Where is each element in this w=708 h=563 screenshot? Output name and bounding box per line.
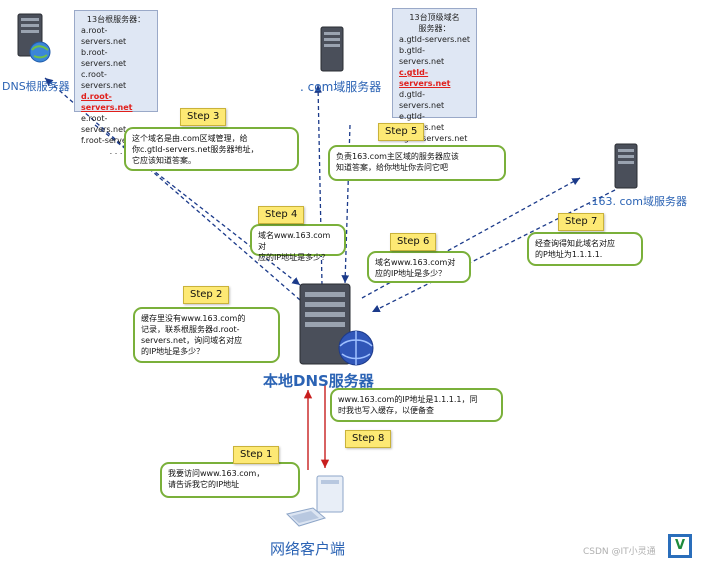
bubble-text: 时我也写入缓存，以便备查 (338, 406, 434, 415)
bubble-text: 这个域名是由.com区域管理，给 (132, 134, 248, 143)
local-dns-server-icon (299, 283, 374, 366)
bubble-text: 它应该知道答案。 (132, 156, 196, 165)
root-server-item-highlight: d.root-servers.net (81, 92, 133, 112)
bubble-text: 你c.gtld-servers.net服务器地址， (132, 145, 259, 154)
watermark: CSDN @IT小灵通 (583, 547, 656, 557)
root-server-item: a.root-servers.net (81, 26, 127, 46)
gtld-server-item: f.gtld-servers.net (399, 134, 468, 143)
root-server-label: DNS根服务器 (2, 80, 70, 93)
bubble-text: www.163.com的IP地址是1.1.1.1，同 (338, 395, 478, 404)
bubble-text: 知道答案，给你地址你去问它吧 (336, 163, 448, 172)
gtld-servers-panel: 13台顶级域名 服务器： a.gtld-servers.net b.gtld-s… (392, 8, 477, 143)
root-server-icon (17, 13, 51, 63)
step-4-label: Step 4 (258, 206, 305, 224)
bubble-step7: 经查询得知此域名对应 的P地址为1.1.1.1. (527, 232, 643, 266)
bubble-text: 应的IP地址是多少？ (258, 253, 330, 262)
client-computer-icon (286, 475, 344, 527)
bubble-step2: 缓存里没有www.163.com的 记录，联系根服务器d.root- serve… (133, 307, 280, 363)
root-panel-title: 13台根服务器： (86, 15, 146, 24)
gtld-panel-title: 13台顶级域名 (409, 13, 460, 22)
bubble-text: 记录，联系根服务器d.root- (141, 325, 240, 334)
gtld-server-item-highlight: c.gtld-servers.net (399, 68, 451, 88)
step-1-label: Step 1 (233, 446, 280, 464)
root-server-item: e.root-servers.net (81, 114, 127, 134)
bubble-text: 请告诉我它的IP地址 (168, 480, 240, 489)
gtld-server-item: b.gtld-servers.net (399, 46, 445, 66)
bubble-step8: www.163.com的IP地址是1.1.1.1，同 时我也写入缓存，以便备查 (330, 388, 503, 422)
bubble-step1: 我要访问www.163.com， 请告诉我它的IP地址 (160, 462, 300, 498)
bubble-step6: 域名www.163.com对 应的IP地址是多少？ (367, 251, 471, 283)
step-2-label: Step 2 (183, 286, 230, 304)
arrow-step7 (371, 189, 616, 313)
bubble-text: 域名www.163.com对 (375, 258, 456, 267)
gtld-panel-subtitle: 服务器： (418, 24, 451, 33)
arrow-step4 (314, 84, 323, 286)
bubble-text: 缓存里没有www.163.com的 (141, 314, 246, 323)
step-7-label: Step 7 (558, 213, 605, 231)
n163-server-icon (614, 143, 638, 189)
gtld-server-item: d.gtld-servers.net (399, 90, 445, 110)
root-server-more: . . . (109, 147, 123, 156)
bubble-text: 我要访问www.163.com， (168, 469, 265, 478)
bubble-step5: 负责163.com主区域的服务器应该 知道答案，给你地址你去问它吧 (328, 145, 506, 181)
root-server-item: f.root-servers.net (81, 136, 150, 145)
com-server-label: . com域服务器 (300, 80, 382, 94)
bubble-text: servers.net，询问域名对应 (141, 336, 243, 345)
arrow-step5 (341, 124, 351, 284)
client-label: 网络客户端 (270, 540, 346, 558)
bubble-step3: 这个域名是由.com区域管理，给 你c.gtld-servers.net服务器地… (124, 127, 299, 171)
arrow-step2 (44, 77, 301, 301)
bubble-text: 应的IP地址是多少？ (375, 269, 447, 278)
logo-icon: V (668, 534, 692, 558)
bubble-text: 域名www.163.com对 (258, 231, 331, 251)
local-dns-label: 本地DNS服务器 (263, 372, 374, 390)
n163-server-label: .163. com域服务器 (588, 195, 687, 208)
step-5-label: Step 5 (378, 123, 425, 141)
bubble-text: 负责163.com主区域的服务器应该 (336, 152, 459, 161)
com-server-icon (320, 26, 344, 72)
gtld-server-item: a.gtld-servers.net (399, 35, 471, 44)
step-8-label: Step 8 (345, 430, 392, 448)
step-3-label: Step 3 (180, 108, 227, 126)
root-server-item: c.root-servers.net (81, 70, 127, 90)
bubble-step4: 域名www.163.com对 应的IP地址是多少？ (250, 224, 346, 262)
bubble-text: 的IP地址是多少？ (141, 347, 205, 356)
root-server-item: b.root-servers.net (81, 48, 127, 68)
bubble-text: 经查询得知此域名对应 (535, 239, 615, 248)
step-6-label: Step 6 (390, 233, 437, 251)
bubble-text: 的P地址为1.1.1.1. (535, 250, 603, 259)
root-servers-panel: 13台根服务器： a.root-servers.net b.root-serve… (74, 10, 158, 156)
